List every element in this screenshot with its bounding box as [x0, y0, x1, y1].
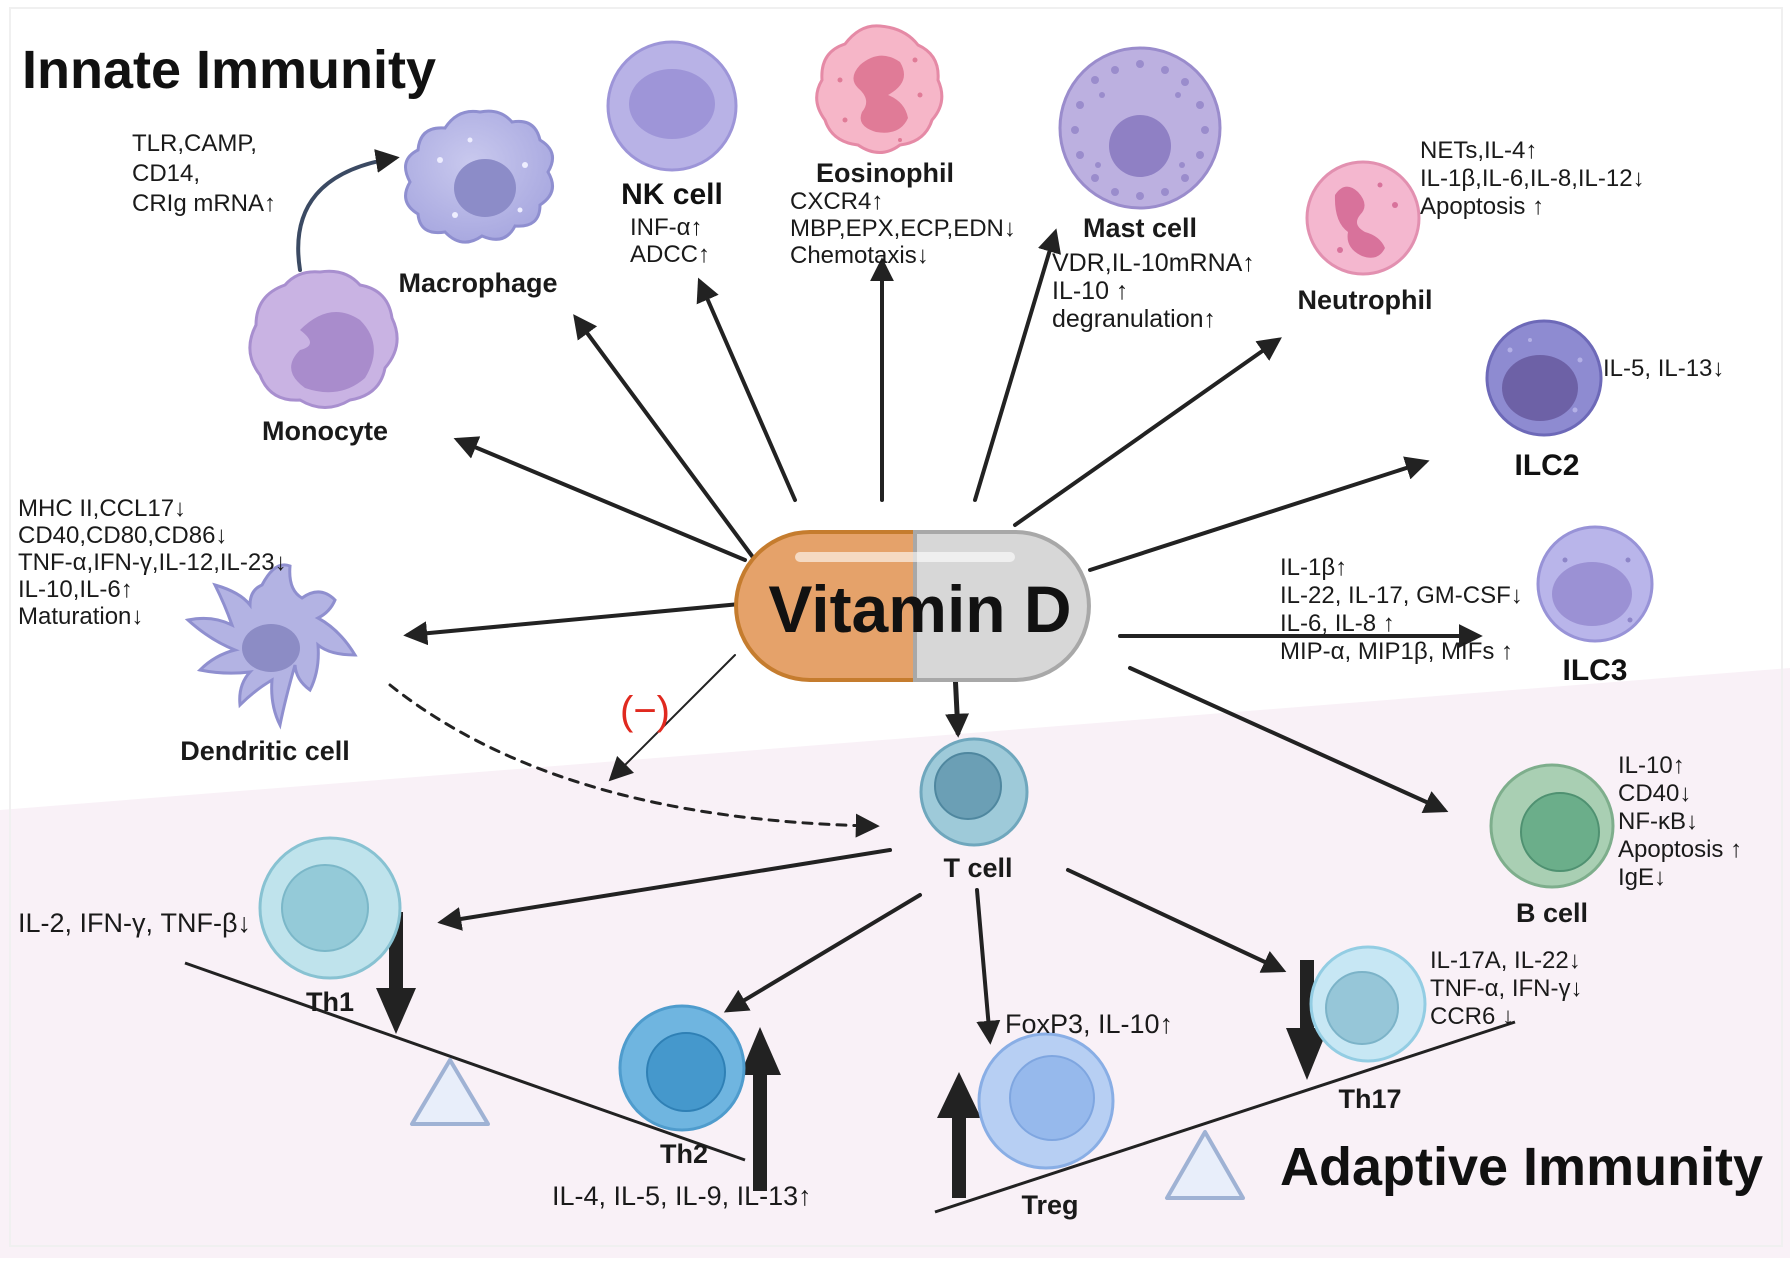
- b-cell-note: NF-κB↓: [1618, 808, 1698, 835]
- arrows: [296, 149, 1483, 1045]
- neutrophil-note: IL-1β,IL-6,IL-8,IL-12↓: [1420, 165, 1645, 192]
- th1-note: IL-2, IFN-γ, TNF-β↓: [18, 908, 251, 938]
- frame: [9, 7, 1783, 1247]
- neutrophil-note: NETs,IL-4↑: [1420, 137, 1537, 164]
- nk-cell-note: ADCC↑: [630, 241, 710, 268]
- b-cell-label: B cell: [1516, 898, 1588, 928]
- fulcrum-triangle: [410, 1058, 490, 1126]
- b-cell: B cell IL-10↑ CD40↓ NF-κB↓ Apoptosis ↑ I…: [1489, 752, 1742, 928]
- vitamin-d-capsule: Vitamin D: [734, 530, 1091, 682]
- arrow-to-th2: [723, 893, 922, 1013]
- dendritic-cell-label: Dendritic cell: [180, 736, 350, 766]
- macrophage-note: TLR,CAMP,: [132, 130, 257, 157]
- arrow-to-neutrophil: [1013, 337, 1282, 527]
- fulcrum-triangle: [1165, 1130, 1245, 1200]
- th17-label: Th17: [1338, 1084, 1401, 1114]
- t-cell-label: T cell: [943, 853, 1012, 883]
- th2-cell: Th2 IL-4, IL-5, IL-9, IL-13↑: [552, 1004, 812, 1211]
- neutrophil-note: Apoptosis ↑: [1420, 193, 1544, 220]
- ilc3-note: MIP-α, MIP1β, MIFs ↑: [1280, 638, 1513, 665]
- th1-cell: Th1 IL-2, IFN-γ, TNF-β↓: [18, 836, 402, 1017]
- ilc2-cell: ILC2 IL-5, IL-13↓: [1485, 319, 1724, 482]
- seesaw-treg-th17: [934, 960, 1516, 1214]
- arrow-to-macrophage: [573, 314, 757, 562]
- b-cell-note: IgE↓: [1618, 864, 1666, 891]
- dendritic-cell-note: MHC II,CCL17↓: [18, 495, 186, 522]
- eosinophil-label: Eosinophil: [816, 158, 954, 188]
- vitamin-d-label: Vitamin D: [768, 572, 1071, 646]
- ilc3-cell: ILC3 IL-1β↑ IL-22, IL-17, GM-CSF↓ IL-6, …: [1280, 525, 1654, 687]
- b-cell-note: IL-10↑: [1618, 752, 1685, 779]
- arrow-to-treg: [975, 888, 1001, 1045]
- dendritic-cell-note: TNF-α,IFN-γ,IL-12,IL-23↓: [18, 549, 287, 576]
- macrophage-label: Macrophage: [398, 268, 557, 298]
- dendritic-cell-note: IL-10,IL-6↑: [18, 576, 133, 603]
- adaptive-immunity-title: Adaptive Immunity: [1280, 1137, 1763, 1197]
- ilc3-label: ILC3: [1562, 654, 1627, 687]
- arrow-to-monocyte: [453, 436, 747, 562]
- th2-note: IL-4, IL-5, IL-9, IL-13↑: [552, 1181, 812, 1211]
- inhibition-mark: (−): [620, 689, 670, 733]
- th17-note: CCR6 ↓: [1430, 1003, 1514, 1030]
- b-cell-note: CD40↓: [1618, 780, 1691, 807]
- eosinophil-note: Chemotaxis↓: [790, 242, 929, 269]
- monocyte-label: Monocyte: [262, 416, 388, 446]
- arrow-to-t-cell: [945, 669, 970, 738]
- eosinophil-cell: Eosinophil CXCR4↑ MBP,EPX,ECP,EDN↓ Chemo…: [790, 24, 1016, 269]
- mast-cell-note: degranulation↑: [1052, 305, 1216, 333]
- t-cell: T cell: [919, 737, 1029, 883]
- neutrophil-label: Neutrophil: [1298, 285, 1433, 315]
- b-cell-note: Apoptosis ↑: [1618, 836, 1742, 863]
- arrow-to-b-cell: [1128, 666, 1449, 814]
- th1-label: Th1: [306, 987, 354, 1017]
- mast-cell: Mast cell VDR,IL-10mRNA↑ IL-10 ↑ degranu…: [1052, 46, 1255, 333]
- th17-cell: Th17 IL-17A, IL-22↓ TNF-α, IFN-γ↓ CCR6 ↓: [1309, 945, 1583, 1114]
- th17-note: TNF-α, IFN-γ↓: [1430, 975, 1583, 1002]
- arrow-to-mast-cell: [973, 228, 1061, 502]
- mast-cell-note: VDR,IL-10mRNA↑: [1052, 249, 1255, 277]
- arrow-to-th17: [1066, 868, 1287, 973]
- nk-cell-note: INF-α↑: [630, 214, 703, 241]
- mast-cell-note: IL-10 ↑: [1052, 277, 1128, 305]
- th17-note: IL-17A, IL-22↓: [1430, 947, 1581, 974]
- nk-cell-label: NK cell: [621, 178, 723, 211]
- eosinophil-note: MBP,EPX,ECP,EDN↓: [790, 215, 1016, 242]
- monocyte-cell: Monocyte: [248, 269, 399, 446]
- ilc2-note: IL-5, IL-13↓: [1603, 355, 1724, 382]
- ilc3-note: IL-22, IL-17, GM-CSF↓: [1280, 582, 1523, 609]
- treg-cell: Treg FoxP3, IL-10↑: [977, 1009, 1173, 1220]
- seesaw-th1-th2: [184, 912, 781, 1191]
- up-arrow-treg: [937, 1072, 981, 1198]
- macrophage-notes: TLR,CAMP, CD14, CRIg mRNA↑: [132, 130, 276, 217]
- arrow-to-th1: [437, 848, 892, 931]
- innate-immunity-title: Innate Immunity: [22, 40, 436, 100]
- dendritic-cell-note: Maturation↓: [18, 603, 143, 630]
- nk-cell: NK cell INF-α↑ ADCC↑: [606, 40, 738, 268]
- neutrophil-cell: Neutrophil NETs,IL-4↑ IL-1β,IL-6,IL-8,IL…: [1298, 137, 1645, 315]
- arrow-monocyte-to-macrophage: [296, 149, 400, 272]
- mast-cell-label: Mast cell: [1083, 213, 1197, 243]
- macrophage-cell: Macrophage: [398, 109, 558, 298]
- ilc3-note: IL-6, IL-8 ↑: [1280, 610, 1395, 637]
- up-arrow-th2: [740, 1027, 781, 1191]
- dendritic-cell-note: CD40,CD80,CD86↓: [18, 522, 227, 549]
- dendritic-cell: Dendritic cell MHC II,CCL17↓ CD40,CD80,C…: [18, 495, 358, 766]
- treg-note: FoxP3, IL-10↑: [1005, 1009, 1173, 1039]
- eosinophil-note: CXCR4↑: [790, 188, 883, 215]
- arrow-inhibition: [608, 654, 736, 782]
- macrophage-note: CD14,: [132, 160, 200, 187]
- treg-label: Treg: [1021, 1190, 1078, 1220]
- dashed-arrow-dc-to-t-cell: [388, 683, 880, 838]
- arrow-to-ilc2: [1088, 456, 1430, 572]
- ilc2-label: ILC2: [1514, 449, 1579, 482]
- th2-label: Th2: [660, 1139, 708, 1169]
- arrow-to-nk-cell: [696, 277, 797, 502]
- arrow-to-dendritic-cell: [403, 602, 742, 646]
- macrophage-note: CRIg mRNA↑: [132, 190, 276, 217]
- ilc3-note: IL-1β↑: [1280, 554, 1347, 581]
